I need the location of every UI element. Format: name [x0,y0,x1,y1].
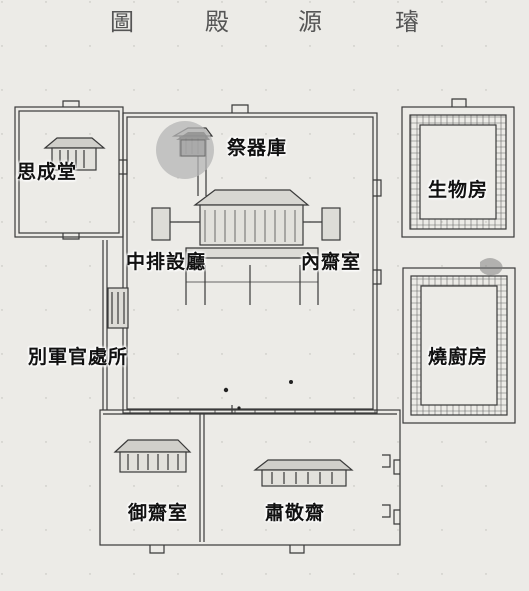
saeng-mul-bang-building [401,106,515,238]
central-hall-roof [193,189,310,206]
label-eo-jae-sil: 御齋室 [128,502,189,524]
label-jung-bae-seol-cheong: 中排設廳 [126,251,207,273]
label-sa-seong-dang: 思成堂 [17,161,78,183]
label-saeng-mul-bang: 生物房 [428,179,489,201]
main-compound-wall [122,112,378,414]
label-jigi-go: 祭器庫 [227,137,288,159]
lower-compound-wall [99,409,401,546]
suk-gyeong-jae-pavilion [253,459,354,471]
label-so-ju-bang: 燒廚房 [428,346,489,368]
so-ju-bang-building [402,267,516,424]
label-suk-gyeong-jae: 肅敬齋 [265,502,326,524]
eo-jae-sil-pavilion [113,439,192,453]
label-nae-jae-sil: 內齋室 [301,251,362,273]
label-byeol-gun-gwan-cheo-so: 別軍官處所 [28,346,129,368]
